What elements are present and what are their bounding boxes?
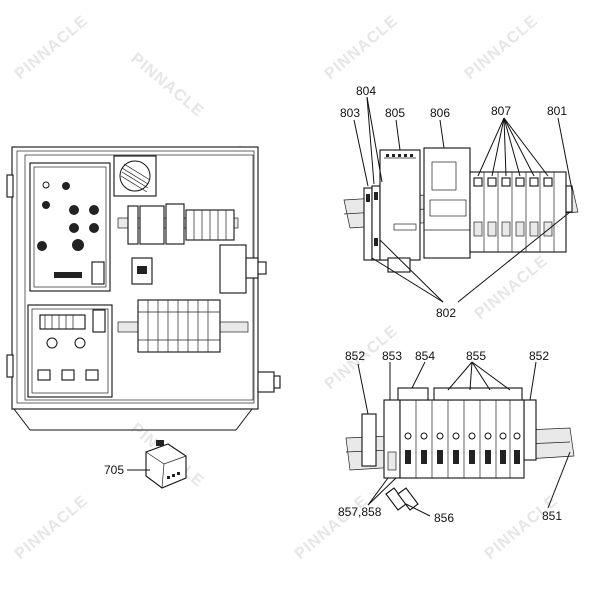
callout-705: 705 — [104, 463, 124, 477]
breaker-row-807 — [469, 171, 567, 253]
leader-lines-upper — [353, 96, 573, 303]
callout-854: 854 — [415, 349, 435, 363]
callout-852-left: 852 — [345, 349, 365, 363]
watermark: PINNACLE — [472, 252, 552, 323]
watermark: PINNACLE — [12, 492, 92, 563]
cable-gland — [257, 371, 281, 393]
part-705-box — [127, 440, 187, 489]
callout-853: 853 — [382, 349, 402, 363]
callout-851: 851 — [542, 509, 562, 523]
callout-856: 856 — [434, 511, 454, 525]
watermark: PINNACLE — [12, 12, 92, 83]
callout-852-right: 852 — [529, 349, 549, 363]
callout-804: 804 — [356, 84, 376, 98]
side-contactor — [219, 244, 267, 294]
terminal-blocks-855 — [399, 399, 525, 479]
control-panel-enclosure — [6, 146, 281, 431]
callout-801: 801 — [547, 104, 567, 118]
din-rail-assembly-upper — [343, 147, 579, 273]
watermark: PINNACLE — [322, 12, 402, 83]
callout-803: 803 — [340, 106, 360, 120]
leader-lines-lower — [357, 361, 571, 517]
controller-module-upper — [29, 162, 111, 292]
callout-806: 806 — [430, 106, 450, 120]
callout-855: 855 — [466, 349, 486, 363]
controller-module-lower — [27, 304, 113, 398]
callout-805: 805 — [385, 106, 405, 120]
fuses-856 — [385, 487, 419, 511]
din-rail-assembly-lower — [345, 387, 575, 511]
upper-din-rail-assembly — [117, 203, 239, 245]
watermark: PINNACLE — [127, 50, 207, 121]
cooling-fan — [113, 155, 157, 197]
watermark: PINNACLE — [482, 492, 562, 563]
watermark: PINNACLE — [462, 12, 542, 83]
watermark: PINNACLE — [292, 492, 372, 563]
callout-802: 802 — [436, 306, 456, 320]
small-relay — [131, 257, 153, 285]
callout-807: 807 — [491, 104, 511, 118]
callout-857-858: 857,858 — [338, 505, 382, 519]
lower-terminal-strip — [117, 299, 249, 353]
